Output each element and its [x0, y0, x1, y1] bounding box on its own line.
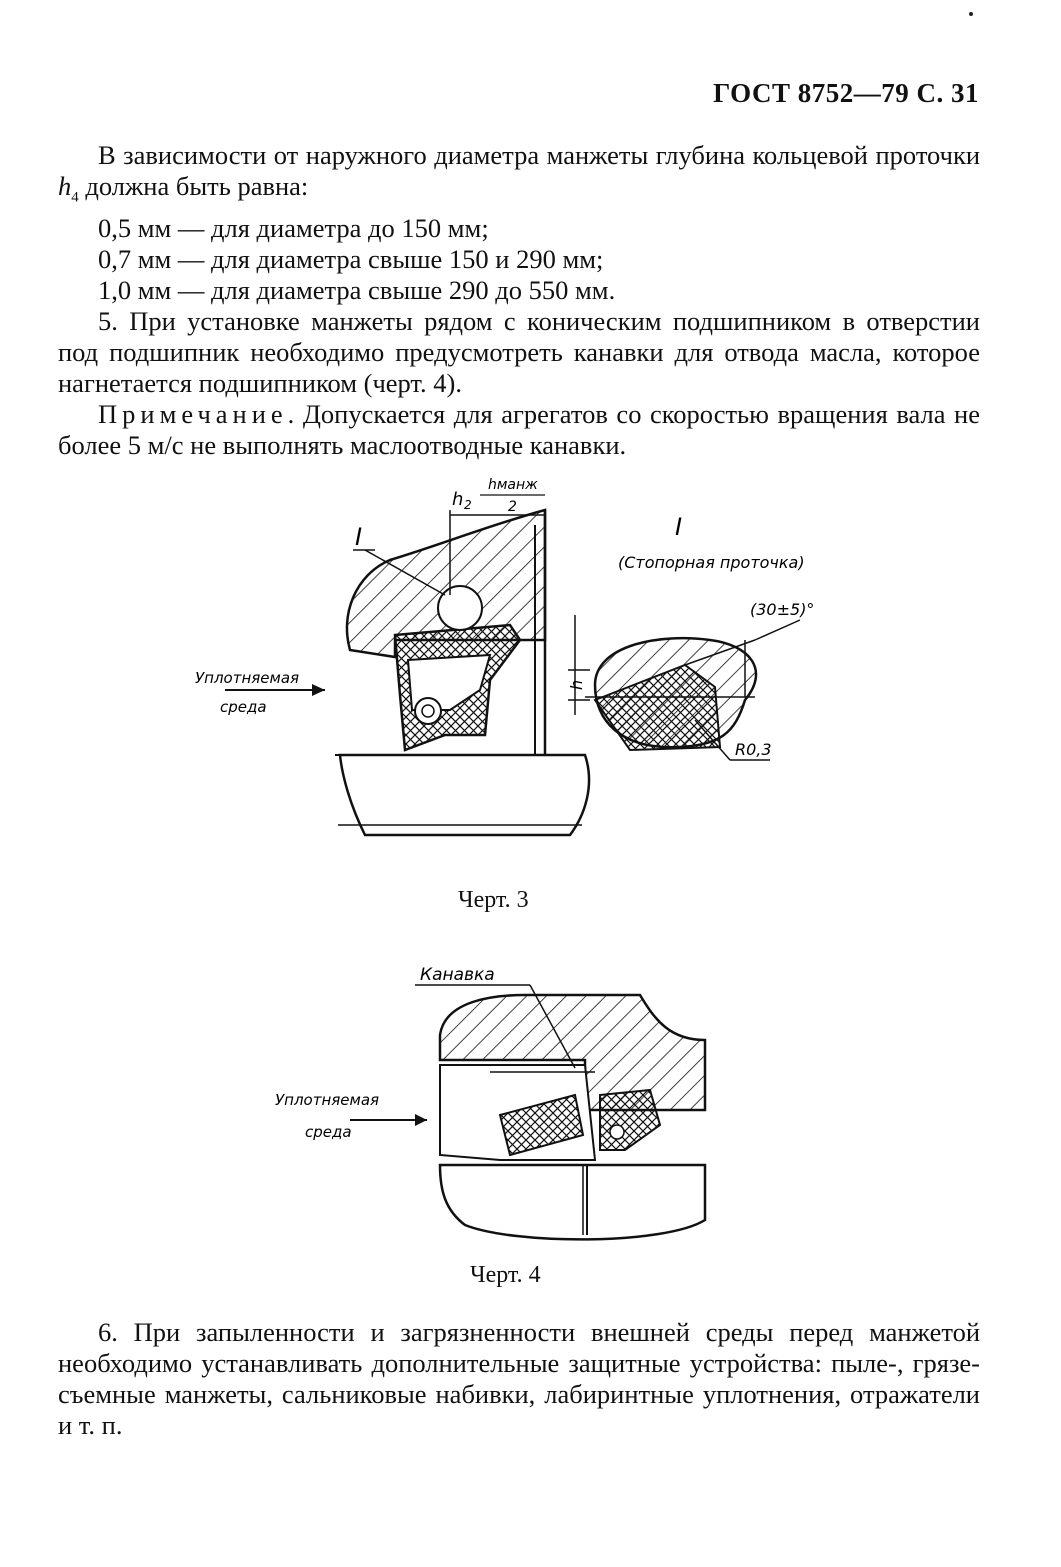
label-detail-i: I — [675, 513, 682, 541]
list-item: 1,0 мм — для диаметра свыше 290 до 550 м… — [98, 275, 616, 306]
label-medium-2: среда — [220, 698, 267, 716]
housing-section — [438, 993, 707, 1112]
label-view-i: I — [355, 523, 362, 551]
label-h4: h — [567, 680, 586, 690]
label-groove: Канавка — [420, 965, 495, 985]
label-h2-sub: 2 — [464, 498, 472, 512]
label-angle: (30±5)° — [750, 600, 814, 619]
label-denominator: 2 — [508, 499, 517, 515]
label-medium-1: Уплотняемая — [275, 1091, 379, 1109]
intro-text-end: должна быть равна: — [78, 171, 309, 201]
intro-text: В зависимости от наружного диаметра манж… — [98, 140, 980, 170]
figure-3-drawing: I I (Стопорная проточка) Уплотняемая сре… — [195, 477, 814, 837]
text-bottom: 6. При запыленности и загрязненности вне… — [58, 1317, 980, 1441]
label-h2: h — [452, 489, 463, 510]
intro-paragraph: В зависимости от наружного диаметра манж… — [58, 140, 980, 213]
item-5-paragraph: 5. При установке манжеты рядом с коничес… — [58, 306, 980, 399]
label-medium-1: Уплотняемая — [195, 669, 299, 687]
spring — [414, 697, 442, 725]
intro-var: h — [58, 171, 72, 201]
page-header: ГОСТ 8752—79 С. 31 — [713, 78, 979, 108]
detail-circle — [437, 585, 483, 631]
list-item: 0,5 мм — для диаметра до 150 мм; — [98, 213, 489, 244]
note-label: Примечание — [98, 399, 288, 430]
item-6-paragraph: 6. При запыленности и загрязненности вне… — [58, 1317, 980, 1440]
label-hmanzh: hманж — [488, 477, 538, 493]
seal-cuff — [599, 1088, 662, 1151]
intro-sub: 4 — [71, 189, 79, 206]
shaft — [438, 1163, 707, 1241]
list-item: 0,7 мм — для диаметра свыше 150 и 290 мм… — [98, 244, 604, 275]
page-speck — [969, 12, 973, 16]
figure-4-drawing: Канавка Уплотняемая среда — [275, 965, 707, 1241]
note-paragraph: Примечание. Допускается для агрегатов со… — [58, 399, 980, 461]
label-medium-2: среда — [305, 1123, 352, 1141]
figure-4-caption: Черт. 4 — [470, 1262, 541, 1288]
label-detail-note: (Стопорная проточка) — [618, 553, 805, 572]
label-radius: R0,3 — [735, 740, 772, 759]
text-top: В зависимости от наружного диаметра манж… — [58, 140, 980, 461]
figure-3-caption: Черт. 3 — [458, 887, 529, 913]
shaft — [338, 753, 591, 837]
note-text: . Допускается для агрегатов со скоростью… — [58, 399, 980, 461]
housing-section — [345, 508, 547, 659]
